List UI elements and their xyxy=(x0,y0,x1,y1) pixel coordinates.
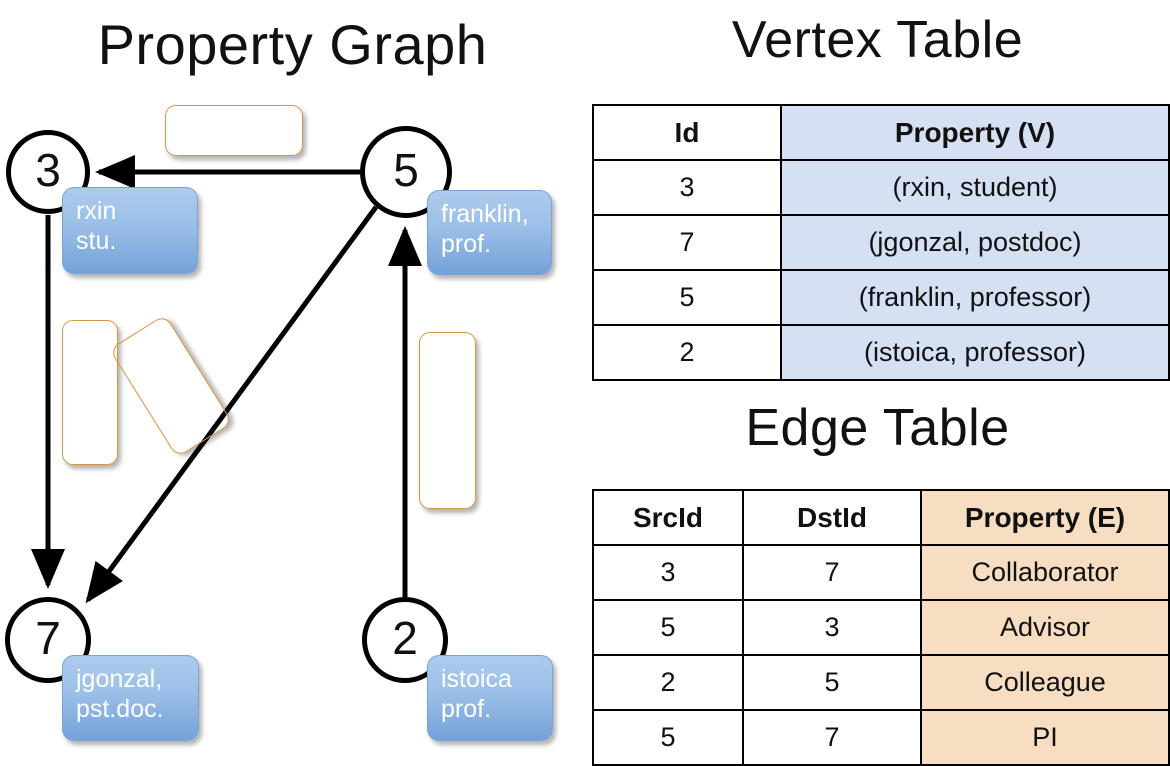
table-row[interactable]: 2 5 Colleague xyxy=(592,654,1170,711)
edge-label-colleague-text: Colleague xyxy=(434,364,462,477)
page-title-property-graph: Property Graph xyxy=(97,13,488,76)
vertex-row-3-id: 2 xyxy=(592,324,782,381)
edge-row-0-dstid: 7 xyxy=(742,544,922,601)
vertex-5-prop-line2: prof. xyxy=(441,229,492,258)
edge-row-3-dstid: 7 xyxy=(742,709,922,766)
vertex-table: Id Property (V) 3 (rxin, student) 7 (jgo… xyxy=(592,104,1170,381)
vertex-row-2-id: 5 xyxy=(592,269,782,326)
edge-row-2-property: Colleague xyxy=(920,654,1170,711)
vertex-3-prop-line1: rxin xyxy=(76,197,117,225)
vertex-row-0-property: (rxin, student) xyxy=(780,159,1170,216)
edge-label-colleague[interactable]: Colleague xyxy=(419,332,476,509)
vertex-table-header-row: Id Property (V) xyxy=(592,104,1170,161)
vertex-2-prop-line2: prof. xyxy=(441,694,492,723)
vertex-5-property-box[interactable]: franklin, prof. xyxy=(427,190,552,275)
edge-table-header-row: SrcId DstId Property (E) xyxy=(592,489,1170,546)
vertex-7-id: 7 xyxy=(35,612,61,664)
property-graph-panel: Property Graph 3 5 7 2 rxin stu. frankli… xyxy=(0,0,585,760)
vertex-2[interactable]: 2 xyxy=(362,597,448,683)
vertex-7-prop-line2: pst.doc. xyxy=(76,694,164,723)
edge-row-1-srcid: 5 xyxy=(592,599,744,656)
vertex-row-1-property: (jgonzal, postdoc) xyxy=(780,214,1170,271)
edge-row-3-srcid: 5 xyxy=(592,709,744,766)
table-row[interactable]: 3 7 Collaborator xyxy=(592,544,1170,601)
edge-label-pi-text: PI xyxy=(153,368,190,404)
table-row[interactable]: 3 (rxin, student) xyxy=(592,159,1170,216)
vertex-row-1-id: 7 xyxy=(592,214,782,271)
vertex-row-0-id: 3 xyxy=(592,159,782,216)
edge-table-title: Edge Table xyxy=(745,399,1010,457)
edge-row-1-dstid: 3 xyxy=(742,599,922,656)
vertex-2-prop-line1: istoica xyxy=(441,665,512,693)
vertex-3-property-box[interactable]: rxin stu. xyxy=(62,187,198,274)
table-row[interactable]: 5 3 Advisor xyxy=(592,599,1170,656)
edge-label-advisor-text: Advisor xyxy=(192,116,276,144)
edge-table-header-property: Property (E) xyxy=(920,489,1170,546)
vertex-3-id: 3 xyxy=(35,144,61,196)
vertex-row-2-property: (franklin, professor) xyxy=(780,269,1170,326)
vertex-table-header-id: Id xyxy=(592,104,782,161)
edge-row-2-srcid: 2 xyxy=(592,654,744,711)
vertex-5[interactable]: 5 xyxy=(360,126,452,218)
edge-row-3-property: PI xyxy=(920,709,1170,766)
edge-5-to-7 xyxy=(85,205,379,604)
table-row[interactable]: 5 7 PI xyxy=(592,709,1170,766)
vertex-7-property-box[interactable]: jgonzal, pst.doc. xyxy=(62,655,199,741)
edge-table-header-srcid: SrcId xyxy=(592,489,744,546)
vertex-5-id: 5 xyxy=(393,144,419,196)
vertex-5-prop-line1: franklin, xyxy=(441,200,529,228)
vertex-2-property-box[interactable]: istoica prof. xyxy=(427,655,553,741)
vertex-row-3-property: (istoica, professor) xyxy=(780,324,1170,381)
edge-table: SrcId DstId Property (E) 3 7 Collaborato… xyxy=(592,489,1170,766)
vertex-table-title: Vertex Table xyxy=(731,11,1024,69)
vertex-table-header-property: Property (V) xyxy=(780,104,1170,161)
edge-table-header-dstid: DstId xyxy=(742,489,922,546)
edge-label-collab[interactable]: Collab. xyxy=(62,320,118,465)
edge-row-2-dstid: 5 xyxy=(742,654,922,711)
vertex-2-id: 2 xyxy=(392,612,418,664)
edge-row-0-srcid: 3 xyxy=(592,544,744,601)
edge-row-1-property: Advisor xyxy=(920,599,1170,656)
vertex-3-prop-line2: stu. xyxy=(76,226,117,255)
edge-label-collab-text: Collab. xyxy=(76,353,105,432)
table-row[interactable]: 5 (franklin, professor) xyxy=(592,269,1170,326)
edge-label-advisor[interactable]: Advisor xyxy=(165,105,303,156)
table-row[interactable]: 2 (istoica, professor) xyxy=(592,324,1170,381)
table-row[interactable]: 7 (jgonzal, postdoc) xyxy=(592,214,1170,271)
vertex-7-prop-line1: jgonzal, xyxy=(76,665,163,693)
edge-row-0-property: Collaborator xyxy=(920,544,1170,601)
graph-edges xyxy=(31,155,422,604)
